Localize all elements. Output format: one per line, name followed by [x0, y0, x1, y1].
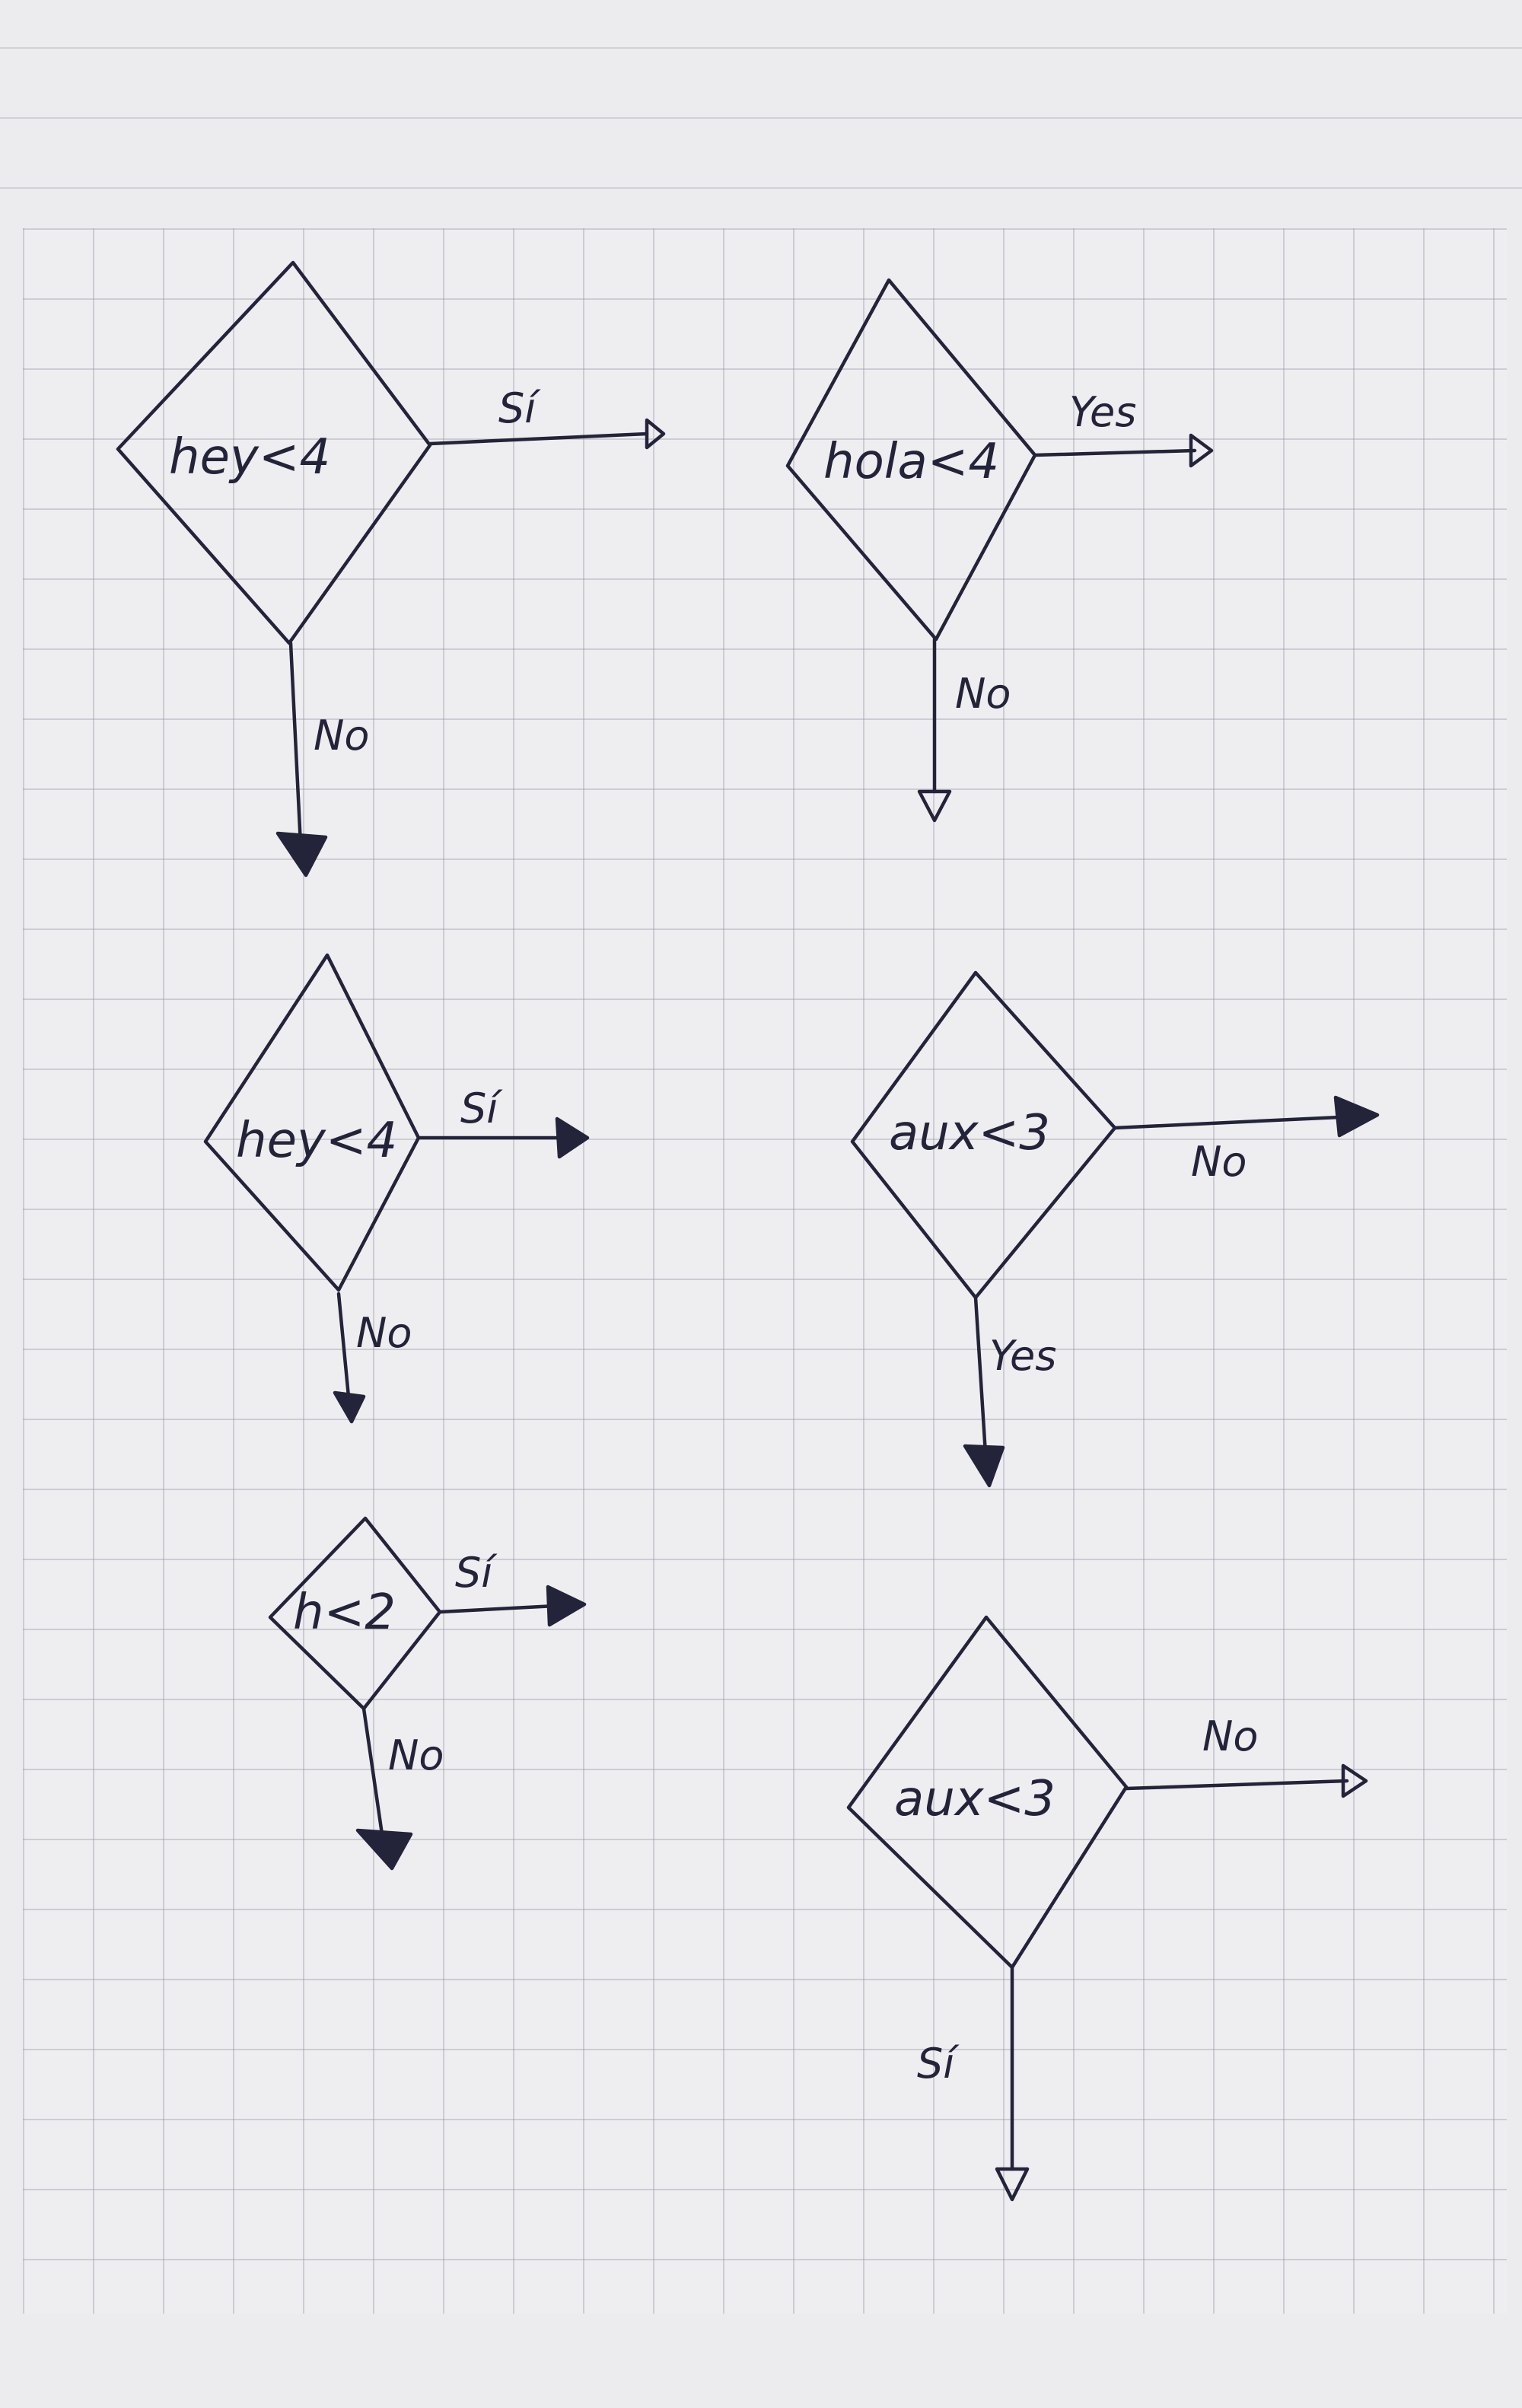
down-branch-arrow	[361, 1706, 384, 1836]
decision-condition: h<2	[293, 1585, 396, 1641]
solid-arrowhead	[333, 1390, 366, 1424]
down-branch-label: No	[356, 1309, 412, 1357]
right-branch-arrow	[438, 1604, 558, 1614]
open-arrowhead	[995, 2167, 1030, 2202]
decision-condition: hola<4	[823, 434, 999, 490]
graph-paper-grid	[23, 228, 1507, 2314]
yes-branch-arrow	[1033, 448, 1197, 457]
down-branch-label: Sí	[917, 2040, 960, 2088]
down-branch-label: No	[314, 712, 369, 760]
down-branch-label: No	[388, 1731, 444, 1779]
right-branch-label: No	[1191, 1138, 1247, 1186]
down-branch-label: No	[955, 670, 1011, 718]
decision-condition: aux<3	[889, 1105, 1050, 1161]
decision-diagram-1: hey<4 Sí No	[116, 260, 666, 878]
right-branch-label: Sí	[455, 1549, 498, 1597]
decision-condition: hey<4	[236, 1113, 397, 1169]
decision-diagram-2: hola<4 Yes No	[785, 278, 1214, 823]
down-branch-label: Yes	[989, 1332, 1056, 1380]
solid-arrowhead	[555, 1116, 590, 1159]
right-branch-label: Yes	[1069, 388, 1136, 436]
solid-arrowhead	[546, 1585, 587, 1627]
decision-diagram-3: hey<4 Sí No	[203, 953, 590, 1424]
right-branch-label: No	[1202, 1712, 1258, 1760]
decision-condition: aux<3	[894, 1771, 1056, 1827]
decision-diagram-4: aux<3 No Yes	[850, 970, 1380, 1488]
yes-branch-arrow	[428, 432, 649, 446]
open-arrowhead	[1341, 1763, 1368, 1798]
right-branch-arrow	[1124, 1779, 1349, 1791]
solid-arrowhead	[355, 1828, 413, 1871]
right-branch-arrow	[1113, 1115, 1342, 1130]
open-arrowhead	[917, 789, 952, 823]
right-branch-label: Sí	[460, 1085, 503, 1132]
decision-diagram-6: aux<3 No Sí	[846, 1615, 1368, 2202]
decision-diamond	[203, 953, 421, 1292]
no-branch-arrow	[288, 641, 303, 847]
solid-arrowhead	[963, 1444, 1005, 1488]
open-arrowhead	[645, 418, 666, 450]
paper-top-lines	[0, 0, 1522, 228]
open-arrowhead	[1189, 433, 1214, 468]
solid-arrowhead	[275, 831, 328, 878]
solid-arrowhead	[1333, 1095, 1380, 1138]
right-branch-label: Sí	[498, 384, 541, 432]
decision-diagram-5: h<2 Sí No	[268, 1516, 587, 1871]
decision-condition: hey<4	[169, 429, 330, 486]
down-branch-arrow	[973, 1295, 988, 1456]
no-branch-arrow	[336, 1292, 351, 1399]
